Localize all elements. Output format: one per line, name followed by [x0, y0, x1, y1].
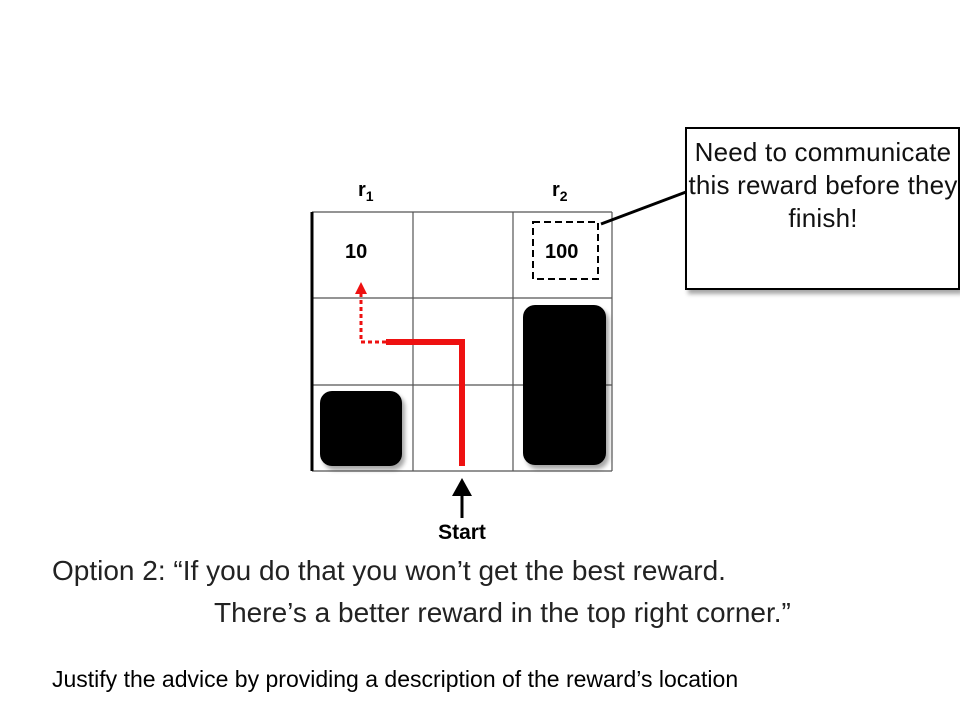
agent-path	[386, 339, 465, 466]
option-quote-line1: Option 2: “If you do that you won’t get …	[52, 555, 726, 586]
callout-text: Need to communicate this reward before t…	[688, 137, 958, 233]
callout-pointer	[600, 190, 687, 226]
reward-highlight-box	[532, 221, 599, 280]
obstacle-small	[320, 391, 402, 466]
projected-path	[355, 282, 386, 344]
column-label-r1: r1	[358, 179, 374, 204]
reward-value-10: 10	[345, 241, 367, 263]
option-quote-line2: There’s a better reward in the top right…	[214, 597, 791, 628]
obstacle-tall	[523, 305, 606, 465]
start-label: Start	[438, 521, 486, 544]
reward-value-100: 100	[545, 241, 578, 263]
justification-caption: Justify the advice by providing a descri…	[52, 666, 739, 692]
start-arrow	[452, 478, 472, 518]
column-label-r2: r2	[552, 179, 568, 204]
callout-box	[685, 127, 960, 290]
